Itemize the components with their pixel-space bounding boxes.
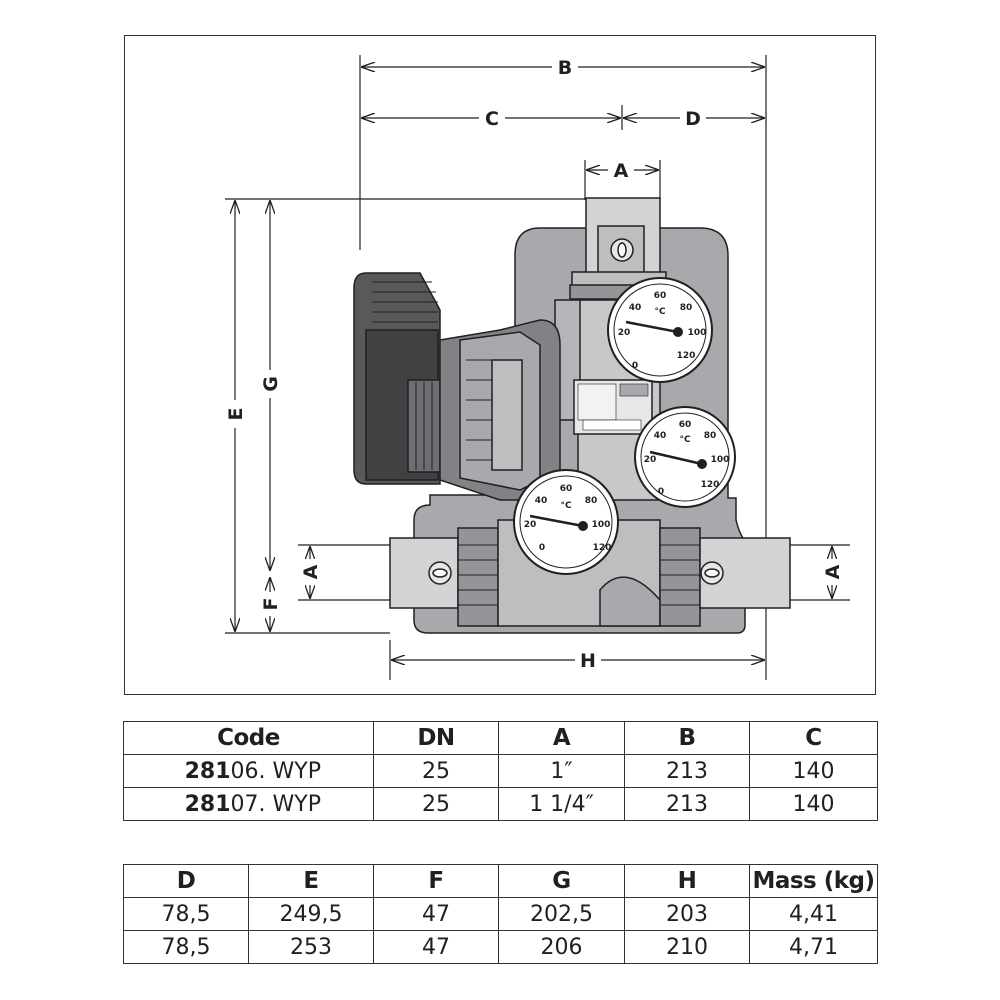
dim-label-a-top: A: [614, 160, 629, 182]
svg-text:°C: °C: [654, 307, 666, 317]
cell-mass: 4,71: [749, 930, 878, 964]
svg-text:20: 20: [644, 455, 657, 465]
code-suffix: 07. WYP: [230, 791, 321, 817]
svg-text:120: 120: [701, 480, 720, 490]
table-row: 78,5 249,5 47 202,5 203 4,41: [123, 897, 878, 931]
svg-text:80: 80: [585, 496, 598, 506]
thermometer-gauge-top: 0 20 40 60 80 100 120 °C: [607, 277, 713, 383]
dim-label-d: D: [685, 108, 701, 130]
cell-code: 28107. WYP: [123, 787, 374, 821]
table-header-row: Code DN A B C: [123, 721, 878, 755]
svg-text:20: 20: [618, 328, 631, 338]
cell-b: 213: [624, 754, 750, 788]
drawing-frame: [124, 35, 876, 695]
header-b: B: [624, 721, 750, 755]
dim-label-h: H: [580, 650, 596, 672]
cell-mass: 4,41: [749, 897, 878, 931]
svg-text:0: 0: [658, 487, 664, 497]
svg-text:°C: °C: [679, 435, 691, 445]
cell-h: 203: [624, 897, 750, 931]
svg-text:100: 100: [711, 455, 730, 465]
header-mass: Mass (kg): [749, 864, 878, 898]
cell-c: 140: [749, 754, 878, 788]
svg-text:40: 40: [654, 431, 667, 441]
cell-c: 140: [749, 787, 878, 821]
svg-text:0: 0: [539, 543, 545, 553]
svg-text:40: 40: [535, 496, 548, 506]
table-row: 28106. WYP 25 1″ 213 140: [123, 754, 878, 788]
cell-g: 206: [498, 930, 625, 964]
specification-table-bottom: D E F G H Mass (kg) 78,5 249,5 47 202,5 …: [123, 864, 878, 964]
cell-a: 1″: [498, 754, 625, 788]
svg-text:120: 120: [677, 351, 696, 361]
cell-b: 213: [624, 787, 750, 821]
svg-text:120: 120: [593, 543, 612, 553]
svg-text:60: 60: [560, 484, 573, 494]
header-d: D: [123, 864, 249, 898]
table-row: 28107. WYP 25 1 1/4″ 213 140: [123, 787, 878, 821]
cell-d: 78,5: [123, 930, 249, 964]
svg-text:40: 40: [629, 303, 642, 313]
specification-table-top: Code DN A B C 28106. WYP 25 1″ 213 140 2…: [123, 721, 878, 821]
cell-d: 78,5: [123, 897, 249, 931]
cell-f: 47: [373, 897, 499, 931]
thermometer-gauge-bottom: 0 20 40 60 80 100 120 °C: [513, 469, 619, 575]
cell-g: 202,5: [498, 897, 625, 931]
svg-text:60: 60: [679, 420, 692, 430]
header-dn: DN: [373, 721, 499, 755]
header-h: H: [624, 864, 750, 898]
svg-text:100: 100: [688, 328, 707, 338]
svg-text:°C: °C: [560, 501, 572, 511]
code-prefix: 281: [184, 758, 231, 784]
svg-text:80: 80: [704, 431, 717, 441]
header-c: C: [749, 721, 878, 755]
header-a: A: [498, 721, 625, 755]
thermometer-gauge-middle: 0 20 40 60 80 100 120 °C: [634, 406, 736, 508]
dim-label-b: B: [558, 57, 572, 79]
svg-text:100: 100: [592, 520, 611, 530]
table-header-row: D E F G H Mass (kg): [123, 864, 878, 898]
dim-label-g: G: [260, 376, 282, 392]
dim-label-e: E: [225, 408, 247, 421]
dim-label-f: F: [260, 598, 282, 611]
cell-h: 210: [624, 930, 750, 964]
code-suffix: 06. WYP: [230, 758, 321, 784]
cell-dn: 25: [373, 787, 499, 821]
header-g: G: [498, 864, 625, 898]
dimension-labels: B C D A E G A F A H: [223, 55, 844, 672]
dim-label-a-left: A: [300, 564, 322, 579]
table-row: 78,5 253 47 206 210 4,71: [123, 930, 878, 964]
cell-dn: 25: [373, 754, 499, 788]
pump-group-illustration: [353, 197, 791, 634]
dim-label-c: C: [485, 108, 499, 130]
svg-text:80: 80: [680, 303, 693, 313]
cell-a: 1 1/4″: [498, 787, 625, 821]
cell-f: 47: [373, 930, 499, 964]
svg-text:0: 0: [632, 361, 638, 371]
svg-text:60: 60: [654, 291, 667, 301]
header-code: Code: [123, 721, 374, 755]
header-e: E: [248, 864, 374, 898]
header-f: F: [373, 864, 499, 898]
dim-label-a-right: A: [822, 564, 844, 579]
svg-text:20: 20: [524, 520, 537, 530]
cell-e: 253: [248, 930, 374, 964]
code-prefix: 281: [184, 791, 231, 817]
cell-e: 249,5: [248, 897, 374, 931]
cell-code: 28106. WYP: [123, 754, 374, 788]
